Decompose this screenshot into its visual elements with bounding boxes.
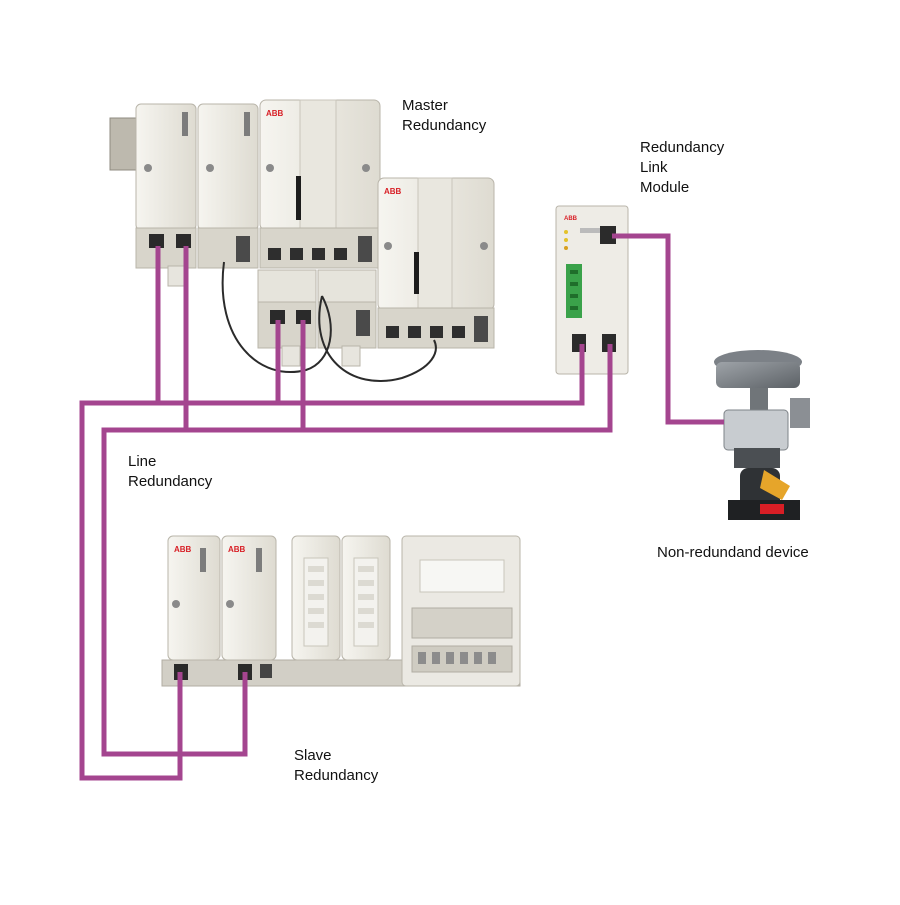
master-redundancy-label: Master Redundancy — [402, 96, 486, 136]
io-module — [341, 535, 391, 661]
communication-interface-module — [197, 103, 259, 269]
profibus-line-device — [612, 233, 724, 425]
abb-logo: ABB — [384, 187, 402, 196]
slave-redundancy-label-line: Redundancy — [294, 767, 379, 784]
valve-actuator-icon — [714, 350, 810, 520]
redundancy-link-module-device: ABB — [555, 205, 629, 375]
interconnect-cable — [318, 295, 437, 383]
line-redundancy-label-line: Redundancy — [128, 473, 213, 490]
profibus-line-b — [101, 246, 613, 757]
profibus-line-a — [79, 246, 585, 781]
redundancy-link-module-label-line: Redundancy — [640, 139, 725, 156]
redundancy-link-module-label: Redundancy Link Module — [640, 138, 724, 198]
redundancy-link-module-label-line: Module — [640, 179, 690, 196]
slave-redundancy-label: Slave Redundancy — [294, 746, 378, 786]
master-redundancy-label-line: Master — [402, 97, 448, 114]
abb-logo: ABB — [564, 216, 578, 222]
line-redundancy-label: Line Redundancy — [128, 452, 212, 492]
abb-logo: ABB — [174, 545, 192, 554]
abb-logo: ABB — [266, 109, 284, 118]
master-redundancy-label-line: Redundancy — [402, 117, 487, 134]
communication-interface-module: ABB — [167, 535, 221, 680]
terminal-block-module — [401, 535, 521, 687]
interconnect-cable — [221, 261, 332, 373]
master-redundancy-cluster: ABB ABB — [109, 99, 495, 383]
slave-redundancy-cluster: ABB ABB — [161, 535, 521, 687]
line-redundancy-label-line: Line — [128, 453, 157, 470]
io-module — [291, 535, 341, 661]
redundancy-link-module-label-line: Link — [640, 159, 668, 176]
controller-module: ABB — [259, 99, 381, 269]
abb-logo: ABB — [228, 545, 246, 554]
controller-module: ABB — [377, 177, 495, 349]
communication-interface-module: ABB — [221, 535, 277, 680]
slave-redundancy-label-line: Slave — [294, 747, 332, 764]
communication-interface-module — [257, 269, 317, 367]
mounting-bracket — [109, 117, 141, 171]
communication-interface-module — [135, 103, 197, 287]
non-redundant-device-label: Non-redundand device — [657, 544, 809, 561]
